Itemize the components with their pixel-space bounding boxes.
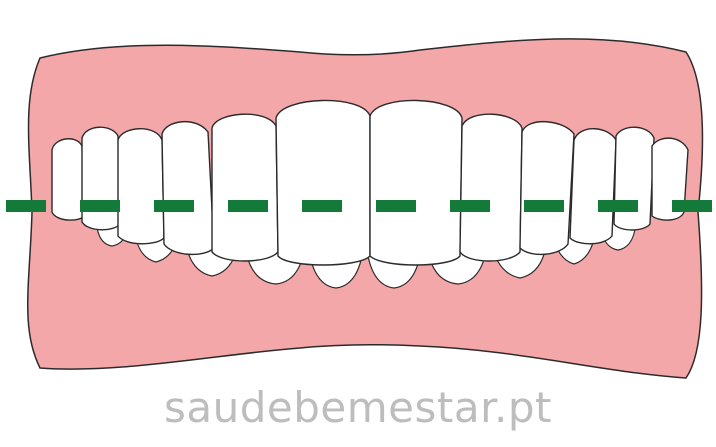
upper-tooth — [460, 114, 522, 261]
upper-tooth — [276, 100, 370, 265]
upper-tooth — [570, 129, 616, 244]
upper-tooth — [52, 139, 84, 220]
upper-tooth — [82, 127, 120, 230]
upper-tooth — [118, 129, 164, 244]
upper-tooth — [370, 100, 462, 265]
upper-tooth — [520, 122, 574, 255]
upper-tooth — [162, 122, 214, 255]
watermark-text: saudebemestar.pt — [0, 382, 716, 434]
upper-tooth — [614, 127, 654, 230]
upper-tooth — [212, 114, 278, 261]
